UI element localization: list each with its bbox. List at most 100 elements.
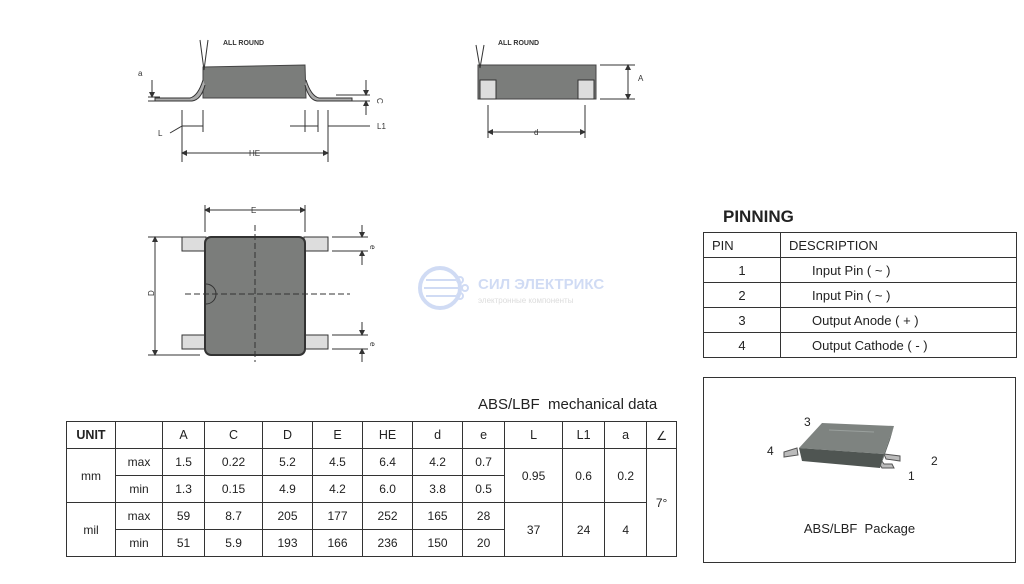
header-cell: L1 [562, 421, 606, 449]
limit-cell: min [115, 529, 163, 557]
value-cell: 6.4 [362, 448, 414, 476]
value-cell: 0.22 [204, 448, 263, 476]
side-view-note: ALL ROUND [223, 40, 264, 47]
header-cell: a [604, 421, 648, 449]
header-description: DESCRIPTION [780, 232, 1017, 258]
table-row: mm max 1.5 0.22 5.2 4.5 6.4 4.2 0.7 0.95… [66, 448, 677, 557]
table-header-row: PIN DESCRIPTION [703, 232, 1017, 258]
value-cell: 4.5 [312, 448, 364, 476]
value-cell: 5.2 [261, 448, 314, 476]
pin-number: 4 [703, 332, 781, 358]
value-cell: 8.7 [204, 502, 263, 530]
unit-cell: mm [66, 448, 116, 503]
watermark-name: СИЛ ЭЛЕКТРИКС [478, 276, 605, 293]
value-cell: 1.5 [161, 448, 206, 476]
value-cell: 59 [161, 502, 206, 530]
value-cell: 0.5 [462, 475, 506, 503]
dim-A-label: A [638, 74, 644, 83]
package-pin-4-label: 4 [767, 444, 774, 458]
value-cell: 1.3 [161, 475, 206, 503]
value-cell: 6.0 [362, 475, 414, 503]
package-caption: ABS/LBF Package [803, 521, 916, 536]
dim-a-label: a [138, 69, 143, 78]
value-cell: 0.2 [604, 448, 648, 503]
table-header-row: UNIT A C D E HE d e L L1 a ∠ [66, 421, 677, 449]
pin-description: Output Cathode ( - ) [780, 332, 1017, 358]
dim-E-label: E [251, 206, 256, 215]
dim-l1-label: L1 [377, 122, 386, 131]
header-cell: e [462, 421, 506, 449]
header-cell: UNIT [66, 421, 116, 449]
watermark-logo: СИЛ ЭЛЕКТРИКС электронные компоненты [412, 266, 604, 315]
unit-cell: mil [66, 502, 116, 557]
limit-cell: max [115, 448, 163, 476]
package-3d-image [783, 423, 901, 469]
value-cell: 205 [261, 502, 314, 530]
value-cell: 236 [362, 529, 414, 557]
value-cell: 252 [362, 502, 414, 530]
header-cell [115, 421, 163, 449]
value-cell: 0.15 [204, 475, 263, 503]
value-cell: 165 [412, 502, 464, 530]
value-cell: 24 [562, 502, 606, 557]
value-cell: 193 [261, 529, 314, 557]
header-cell: D [261, 421, 314, 449]
limit-cell: max [115, 502, 163, 530]
dim-l-label: L [158, 129, 163, 138]
header-cell: L [504, 421, 564, 449]
header-cell: ∠ [646, 421, 677, 449]
package-pin-2-label: 2 [931, 454, 938, 468]
mechanical-data-title: ABS/LBF mechanical data [478, 396, 658, 413]
pin-description: Input Pin ( ~ ) [780, 282, 1017, 308]
value-cell: 3.8 [412, 475, 464, 503]
dim-he-label: HE [249, 149, 260, 158]
pin-description: Input Pin ( ~ ) [780, 257, 1017, 283]
dim-e-top-label: e [368, 245, 377, 250]
header-cell: C [204, 421, 263, 449]
value-cell: 20 [462, 529, 506, 557]
value-cell: 0.95 [504, 448, 564, 503]
header-cell: d [412, 421, 464, 449]
table-row: min 51 5.9 193 166 236 150 20 [67, 529, 677, 557]
value-cell: 28 [462, 502, 506, 530]
dim-D-label: D [147, 290, 156, 296]
value-cell: 4 [604, 502, 648, 557]
value-cell: 4.2 [312, 475, 364, 503]
table-row: mil max 59 8.7 205 177 252 165 28 37 24 … [66, 502, 677, 557]
circuit-logo-icon [418, 266, 469, 310]
dim-d-label: d [534, 128, 538, 137]
side-view-drawing [148, 39, 370, 162]
value-cell: 37 [504, 502, 564, 557]
value-cell: 4.9 [261, 475, 314, 503]
value-cell: 0.7 [462, 448, 506, 476]
end-view-note: ALL ROUND [498, 40, 539, 47]
top-view-drawing [148, 205, 368, 362]
value-cell: 150 [412, 529, 464, 557]
end-view-drawing [475, 44, 635, 138]
value-cell: 4.2 [412, 448, 464, 476]
header-cell: E [312, 421, 364, 449]
angle-cell: 7° [646, 448, 677, 557]
header-pin: PIN [703, 232, 781, 258]
package-pin-1-label: 1 [908, 469, 915, 483]
value-cell: 177 [312, 502, 364, 530]
mechanical-data-table: UNIT A C D E HE d e L L1 a ∠ mm max 1.5 … [66, 421, 677, 557]
pin-number: 2 [703, 282, 781, 308]
value-cell: 5.9 [204, 529, 263, 557]
pinning-title: PINNING [723, 207, 794, 226]
pin-number: 1 [703, 257, 781, 283]
package-illustration-box: 1 2 3 4 ABS/LBF Package [703, 377, 1016, 563]
header-cell: HE [362, 421, 414, 449]
dim-c-label: C [375, 98, 384, 104]
pin-description: Output Anode ( + ) [780, 307, 1017, 333]
pin-number: 3 [703, 307, 781, 333]
value-cell: 166 [312, 529, 364, 557]
limit-cell: min [115, 475, 163, 503]
watermark-tagline: электронные компоненты [478, 296, 574, 305]
